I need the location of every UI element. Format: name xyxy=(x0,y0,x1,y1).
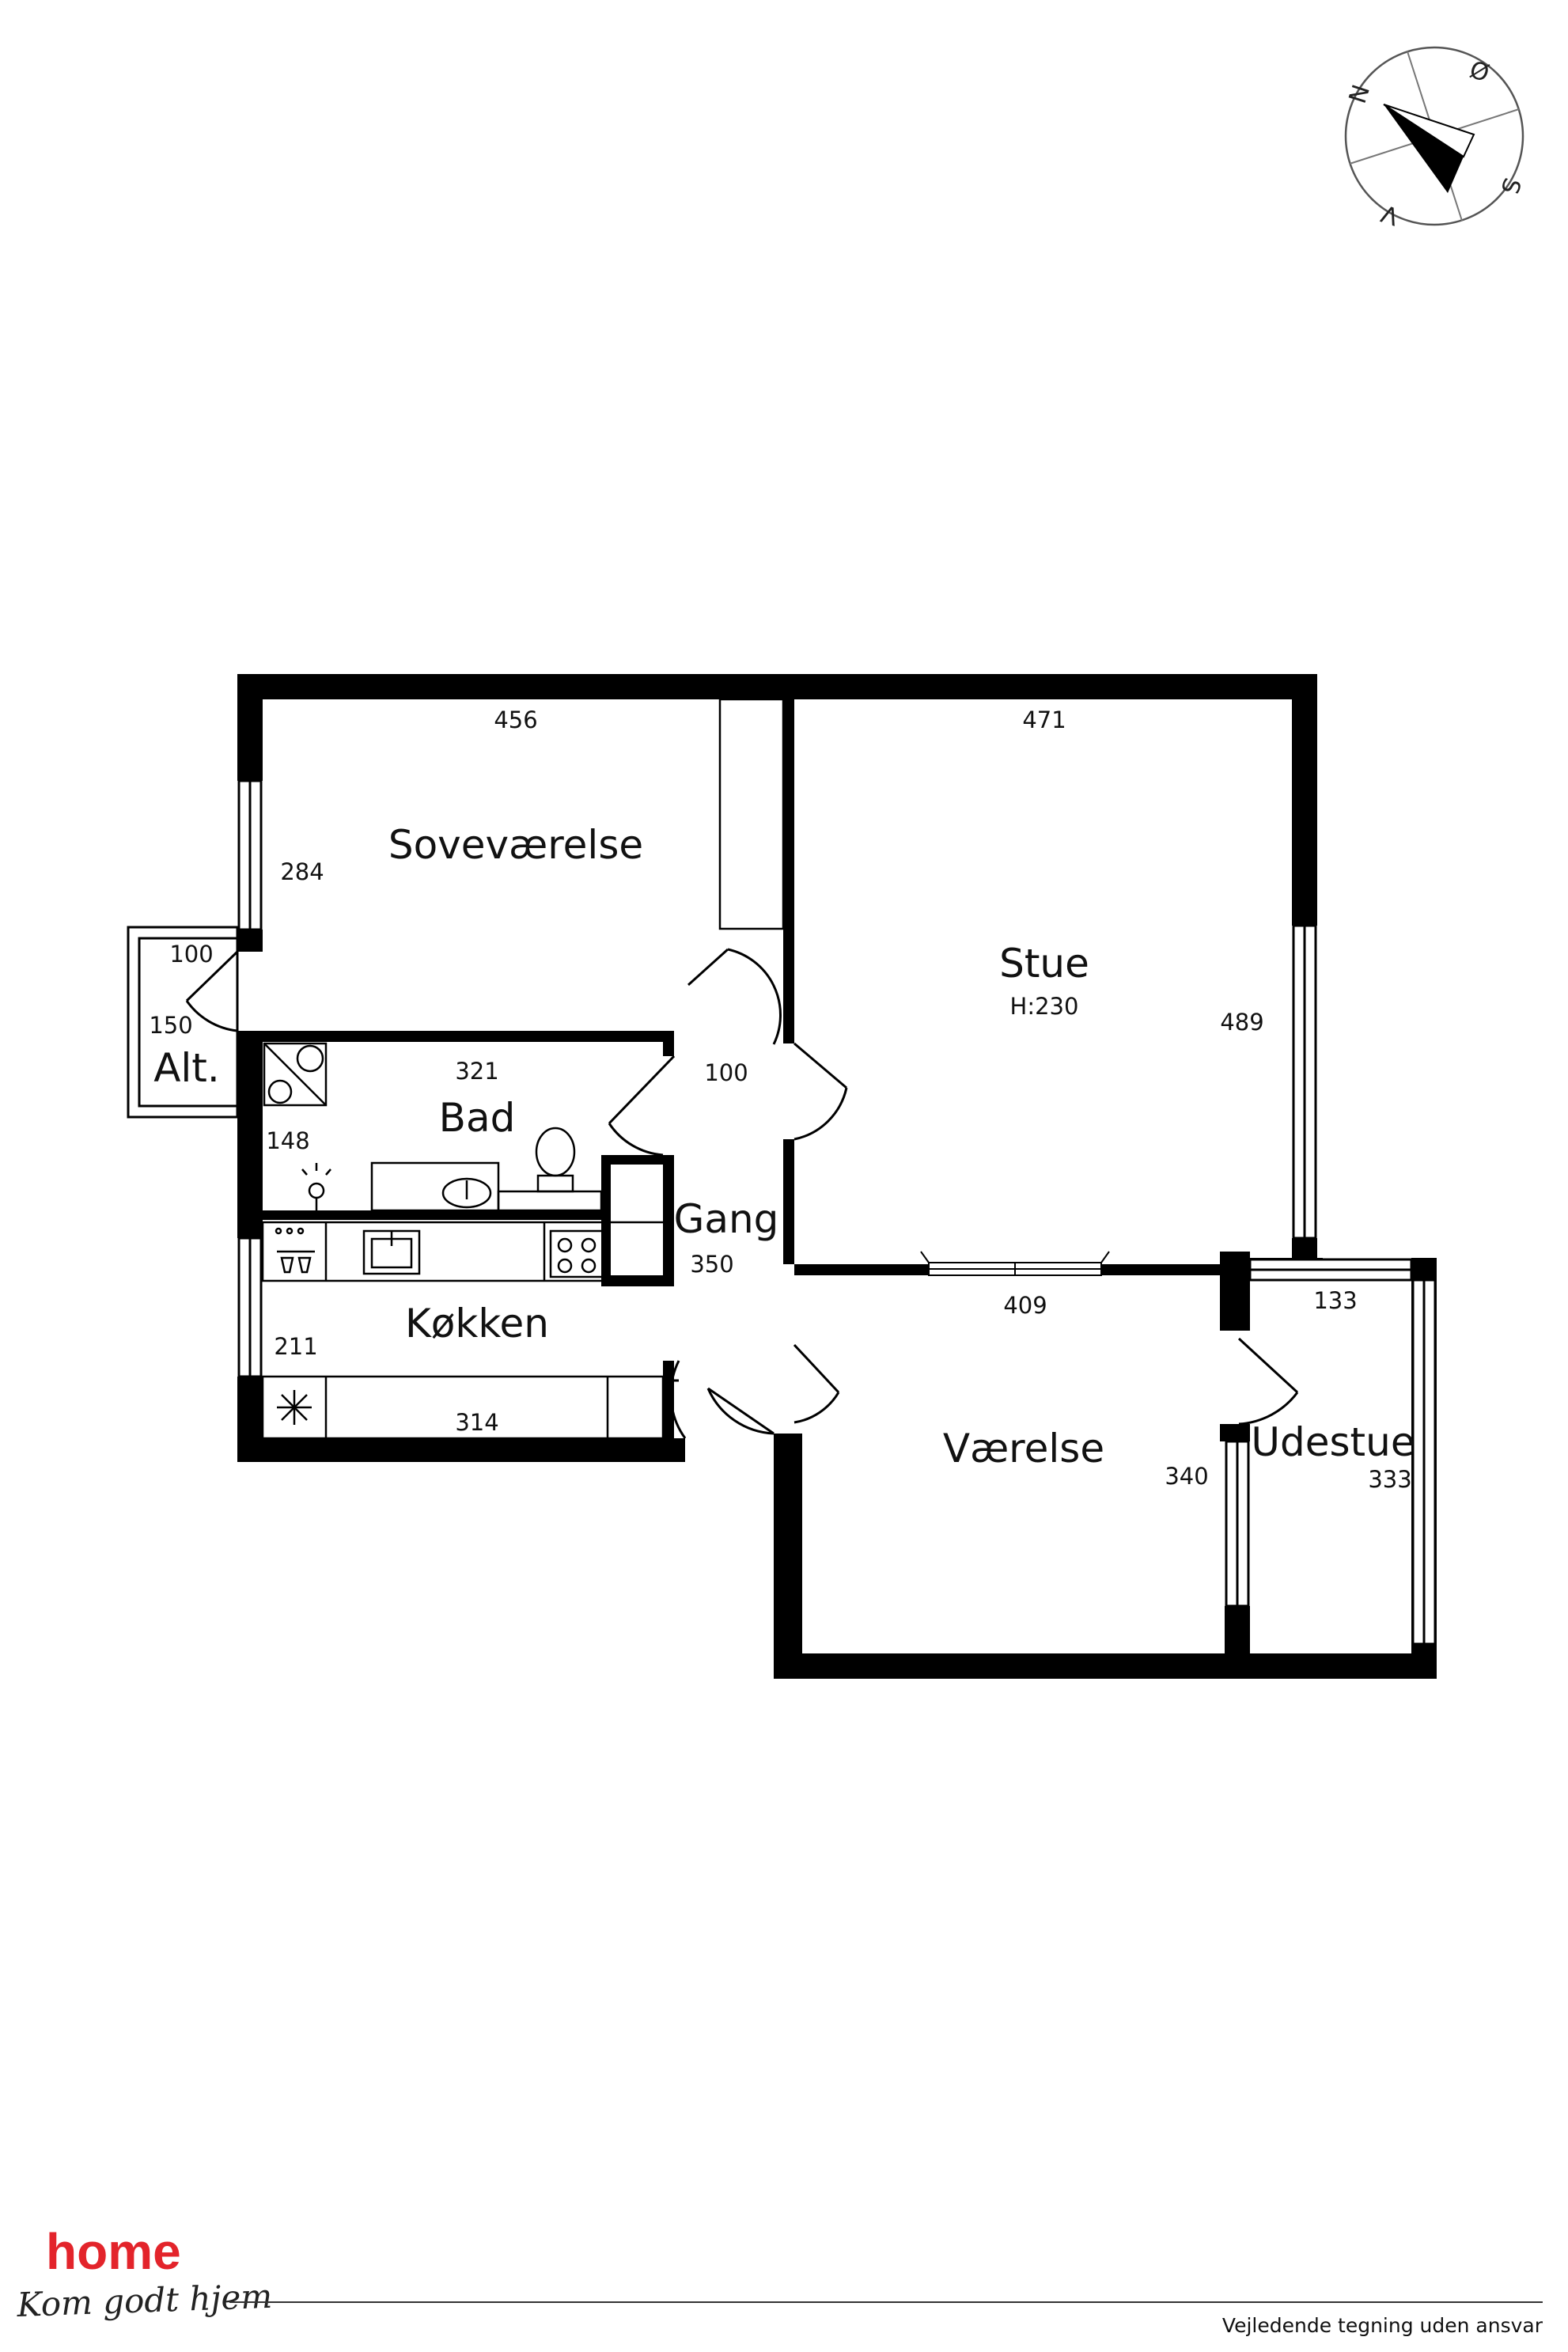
dim-vaerelse-depth: 340 xyxy=(1165,1463,1208,1490)
compass-south: S xyxy=(1494,174,1525,197)
footer-disclaimer: Vejledende tegning uden ansvar xyxy=(1222,2314,1543,2337)
stove-icon xyxy=(549,1229,606,1278)
compass-rose: N Ø S V xyxy=(1344,46,1526,230)
compass-needle-icon xyxy=(1384,104,1464,193)
doors xyxy=(185,948,1299,1439)
label-vaerelse: Værelse xyxy=(943,1426,1104,1471)
label-altan: Alt. xyxy=(153,1045,220,1091)
brand-slogan: Kom godt hjem xyxy=(16,2277,273,2324)
dim-sovevaerelse-width: 456 xyxy=(494,706,537,733)
bathroom-sink-icon xyxy=(441,1177,492,1209)
stue-height-note: H:230 xyxy=(1010,993,1079,1020)
freezer-icon xyxy=(277,1390,312,1425)
dim-altan-depth: 150 xyxy=(149,1012,192,1039)
dim-udestue-width: 133 xyxy=(1313,1287,1357,1314)
windows xyxy=(237,779,1437,1646)
compass-east: Ø xyxy=(1466,56,1492,89)
label-stue: Stue xyxy=(999,941,1089,987)
brand-name: home xyxy=(46,2223,181,2280)
bathroom-counter xyxy=(370,1161,500,1212)
dim-udestue-depth: 333 xyxy=(1368,1466,1411,1493)
kitchen-sink-icon xyxy=(362,1229,421,1275)
label-koekken: Køkken xyxy=(405,1301,549,1346)
wardrobe-icon xyxy=(718,698,785,930)
dim-stue-width: 471 xyxy=(1022,706,1066,733)
brand-logo: home Kom godt hjem xyxy=(16,2223,273,2324)
compass-west: V xyxy=(1377,199,1402,230)
dim-bad-depth: 148 xyxy=(266,1127,309,1154)
dim-gang-width: 100 xyxy=(704,1059,748,1086)
label-sovevaerelse: Soveværelse xyxy=(388,822,643,868)
fixtures xyxy=(261,698,785,1440)
kitchen-counter-top xyxy=(261,1221,611,1282)
altan xyxy=(127,926,239,1119)
dim-altan-width: 100 xyxy=(169,941,213,968)
label-udestue: Udestue xyxy=(1251,1419,1415,1465)
dim-koekken-width: 314 xyxy=(455,1409,498,1436)
compass-north: N xyxy=(1344,81,1376,107)
room-labels: Soveværelse Stue H:230 Alt. Bad Gang Køk… xyxy=(153,822,1415,1471)
dim-koekken-depth: 211 xyxy=(274,1333,317,1360)
shower-icon xyxy=(301,1163,331,1210)
label-bad: Bad xyxy=(439,1095,516,1141)
toilet-icon xyxy=(497,1127,603,1212)
dim-sovevaerelse-depth: 284 xyxy=(280,858,324,885)
dim-bad-width: 321 xyxy=(455,1058,498,1085)
dim-gang-depth: 350 xyxy=(690,1251,733,1278)
washer-icon xyxy=(263,1042,328,1107)
label-gang: Gang xyxy=(674,1196,779,1242)
dim-vaerelse-width: 409 xyxy=(1003,1292,1047,1319)
dishwasher-icon xyxy=(275,1227,315,1274)
kitchen-counter-bottom xyxy=(261,1375,665,1440)
dim-stue-depth: 489 xyxy=(1220,1009,1263,1036)
dimensions: 456 284 471 489 100 150 321 148 100 350 … xyxy=(149,706,1411,1493)
